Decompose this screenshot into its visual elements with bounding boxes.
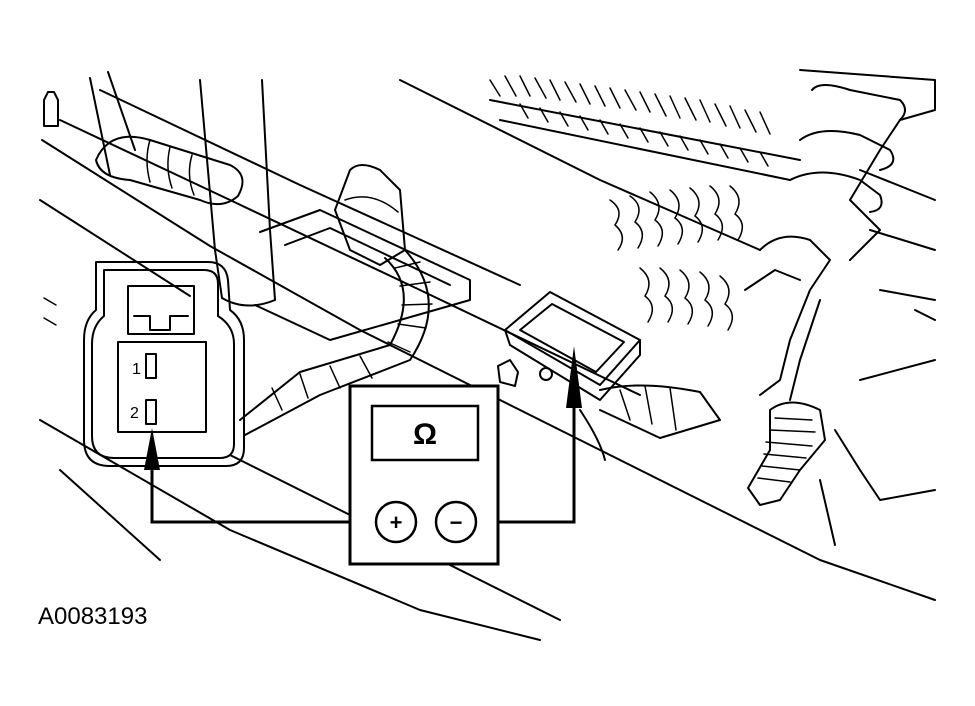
pin-2-socket [145,399,157,425]
figure-id: A0083193 [38,603,147,630]
connector-face [83,261,245,467]
negative-probe-tip [566,346,582,408]
meter-display [370,404,480,462]
pin-2-label: 2 [130,405,139,422]
negative-terminal-symbol: − [450,510,463,535]
engine-bay-background [39,69,936,641]
positive-terminal-symbol: + [390,510,403,535]
ohmmeter [348,384,500,566]
positive-terminal [374,500,418,544]
ohm-symbol: Ω [413,418,437,451]
test-leads [144,346,582,524]
pin-1-label: 1 [132,361,141,378]
positive-probe-tip [144,428,160,470]
negative-terminal [434,500,478,544]
pin-1-socket [145,353,157,379]
